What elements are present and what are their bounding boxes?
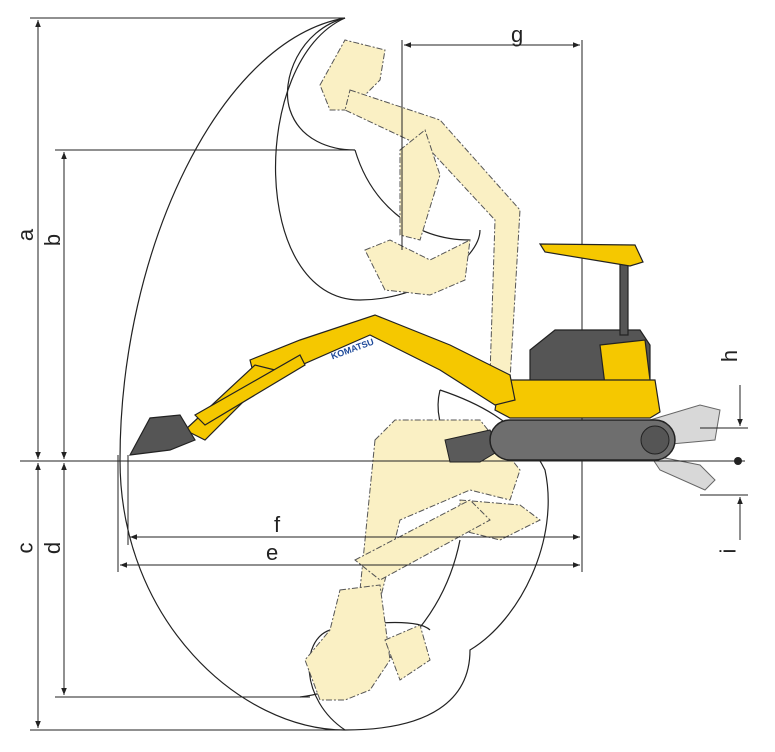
ghost-arm-positions [304,39,541,701]
dimension-label-i: i [715,548,741,554]
dimension-label-c: c [12,542,38,554]
dimension-lines [20,17,748,731]
dimension-label-f: f [274,512,281,537]
dimension-label-h: h [717,349,743,363]
excavator-machine [128,243,661,456]
undercarriage [444,419,676,463]
reference-point [734,457,742,465]
dimension-label-d: d [40,541,66,555]
dimension-label-g: g [511,22,524,47]
dimension-label-b: b [40,233,66,247]
dimension-label-a: a [13,228,39,242]
dimension-label-e: e [266,540,279,565]
